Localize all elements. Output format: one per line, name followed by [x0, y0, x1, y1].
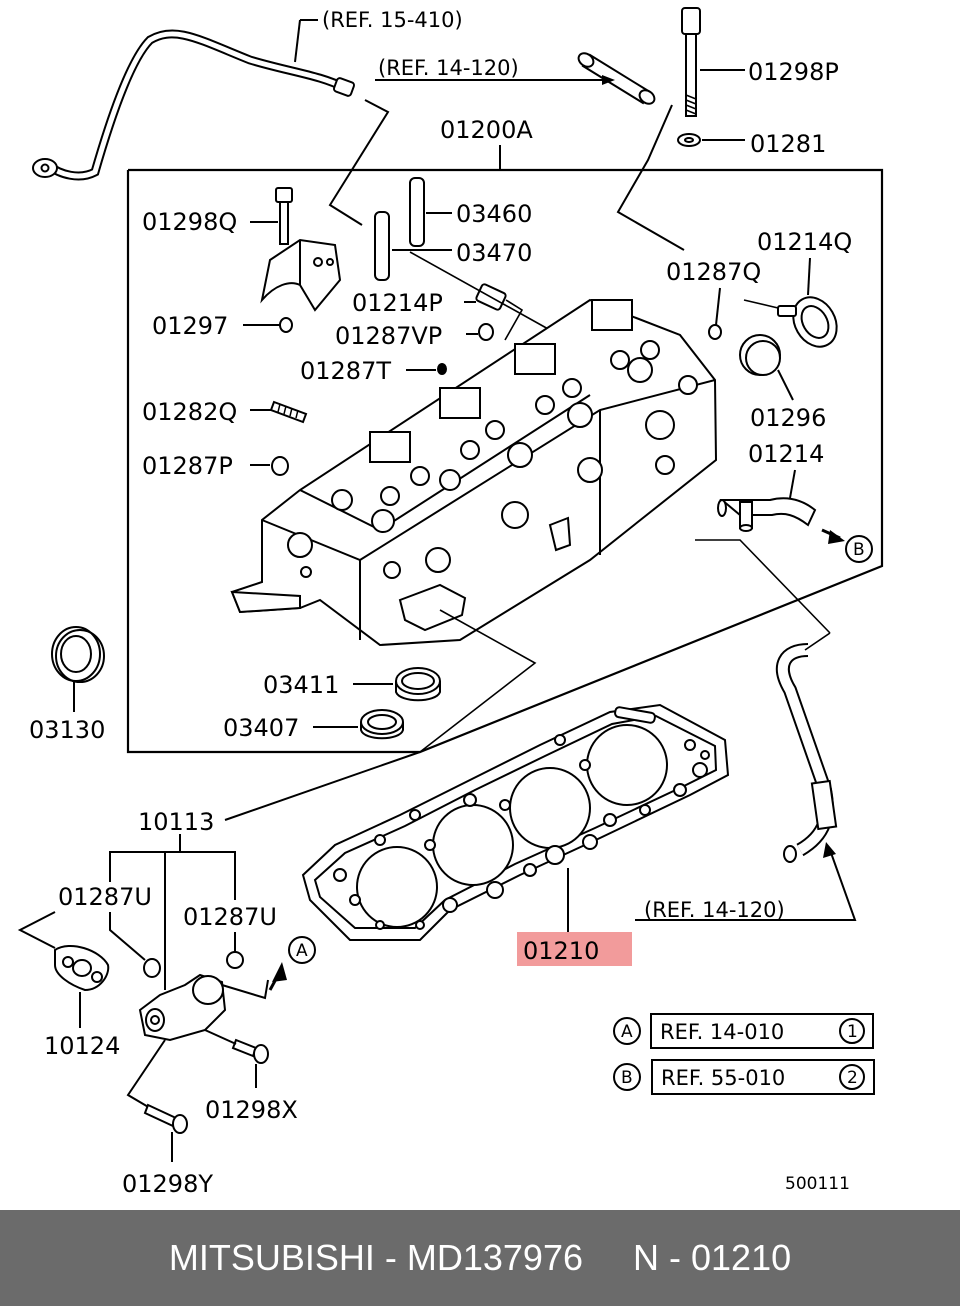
cylinder-head-frame [126, 168, 884, 754]
legend-row-b: B REF. 55-010 2 [613, 1059, 875, 1095]
part-01287U-left-label: 01287U [58, 883, 152, 911]
part-10113-label: 10113 [138, 808, 214, 836]
part-01210-label: 01210 [523, 937, 599, 965]
part-01287P-label: 01287P [142, 452, 233, 480]
seal-03130-drawing [51, 626, 105, 683]
footer-bar: MITSUBISHI - MD137976 N - 01210 [0, 1210, 960, 1306]
part-01297-label: 01297 [152, 312, 228, 340]
part-01287Q-label: 01287Q [666, 258, 761, 286]
part-01297-drawing [279, 317, 293, 333]
part-01287P-drawing [271, 456, 289, 476]
bolt-01298Q-drawing [275, 187, 293, 245]
fitting-01214Q-drawing [777, 296, 838, 348]
marker-a-small: A [296, 941, 308, 961]
parts-diagram: (REF. 15-410) (REF. 14-120) 01298P 01281… [17, 7, 884, 1198]
ref-14-120-bottom-label: (REF. 14-120) [644, 898, 785, 922]
diagram-code: 500111 [785, 1174, 850, 1194]
water-outlet-drawing [138, 973, 227, 1042]
part-01296-label: 01296 [750, 404, 826, 432]
hose-drawing-bottom [775, 643, 838, 863]
part-01287U-right-label: 01287U [183, 903, 277, 931]
part-01298P-label: 01298P [748, 58, 839, 86]
seal-ring-drawing [360, 667, 441, 740]
hose-drawing-top [577, 52, 656, 105]
highlight-box [517, 932, 632, 966]
part-03460-label: 03460 [456, 200, 532, 228]
plug-01296-drawing [739, 334, 781, 376]
part-01200A-label: 01200A [440, 116, 533, 144]
marker-b-small: B [853, 540, 865, 560]
legend-b-ref: REF. 55-010 [661, 1066, 785, 1090]
part-01287VP-label: 01287VP [335, 322, 442, 350]
hose-fitting-01214-drawing [717, 497, 817, 532]
legend-a-ref: REF. 14-010 [660, 1020, 784, 1044]
legend-row-a: A REF. 14-010 1 [613, 1013, 874, 1049]
part-03411-label: 03411 [263, 671, 339, 699]
part-01214-label: 01214 [748, 440, 824, 468]
bolt-01298Y-drawing [143, 1103, 188, 1134]
part-01281-label: 01281 [750, 130, 826, 158]
bearing-cap-drawing [260, 238, 342, 312]
oil-pipe-drawing [32, 29, 356, 181]
part-01282Q-label: 01282Q [142, 398, 237, 426]
part-03407-label: 03407 [223, 714, 299, 742]
bolt-01298P-drawing [677, 7, 701, 147]
part-01214P-label: 01214P [352, 289, 443, 317]
part-01287T-label: 01287T [300, 357, 391, 385]
svg-text:2: 2 [847, 1068, 858, 1088]
part-10124-label: 10124 [44, 1032, 120, 1060]
sleeve-drawing [374, 177, 425, 281]
ref-14-120-top-label: (REF. 14-120) [378, 56, 519, 80]
svg-text:B: B [621, 1068, 633, 1088]
svg-text:A: A [621, 1022, 633, 1042]
part-01298Q-label: 01298Q [142, 208, 237, 236]
ref-15-410-label: (REF. 15-410) [322, 8, 463, 32]
part-03470-label: 03470 [456, 239, 532, 267]
cylinder-head-drawing [230, 298, 718, 647]
leader-line [294, 19, 301, 63]
bolt-01298X-drawing [231, 1038, 269, 1064]
stud-01282Q-drawing [269, 400, 308, 424]
gasket-10124-drawing [54, 945, 110, 992]
svg-text:1: 1 [847, 1022, 858, 1042]
part-01298Y-label: 01298Y [122, 1170, 213, 1198]
head-gasket-01210-drawing [301, 703, 730, 941]
footer-caption: MITSUBISHI - MD137976 N - 01210 [168, 1237, 792, 1278]
part-01298X-label: 01298X [205, 1096, 298, 1124]
part-01214Q-label: 01214Q [757, 228, 852, 256]
part-03130-label: 03130 [29, 716, 105, 744]
